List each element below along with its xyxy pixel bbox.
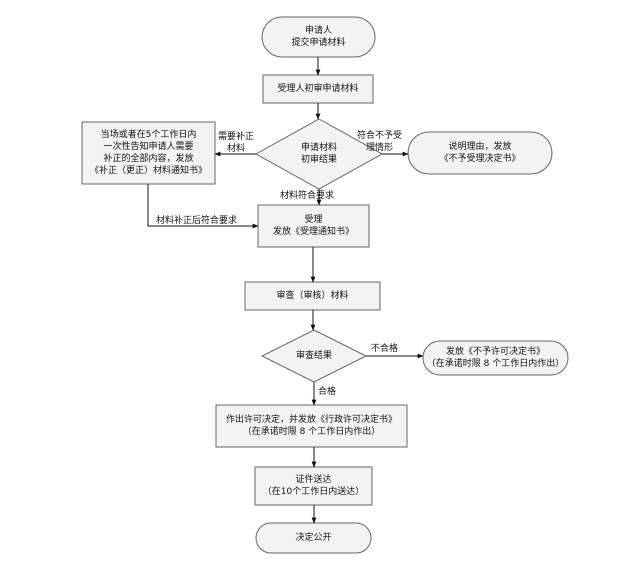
edge-label-qualified: 合格 xyxy=(318,387,337,397)
accept-line-1: 受理 xyxy=(304,215,323,225)
reject-line-2: 《不予受理决定书》 xyxy=(439,154,521,164)
reject-terminal-label: 说明理由，发放 《不予受理决定书》 xyxy=(408,141,552,165)
deliver-line-1: 证件送达 xyxy=(295,475,332,485)
not-accepted-line-1: 符合不予受 xyxy=(357,131,403,141)
need-supplement-line-2: 材料 xyxy=(227,144,246,154)
supplement-notice-label: 当场或者在5个工作日内 一次性告知申请人需要 补正的全部内容，发放 《补正（更正… xyxy=(82,129,215,177)
start-terminal-label: 申请人 提交申请材料 xyxy=(262,25,375,49)
grant-line-2: （在承诺时限 8 个工作日内作出） xyxy=(242,427,381,437)
edge-label-materials-ok: 材料符合要求 xyxy=(280,191,335,201)
deliver-line-2: （在10个工作日内送达） xyxy=(262,487,365,497)
deliver-cert-label: 证件送达 （在10个工作日内送达） xyxy=(255,474,372,498)
grant-permit-label: 作出许可决定，并发放《行政许可决定书》 （在承诺时限 8 个工作日内作出） xyxy=(216,414,407,438)
deny-permit-label: 发放《不予许可决定书》 （在承诺时限 8 个工作日内作出） xyxy=(423,346,568,370)
deny-line-2: （在承诺时限 8 个工作日内作出） xyxy=(426,359,565,369)
edge-label-not-qualified: 不合格 xyxy=(371,344,399,354)
accept-line-2: 发放《受理通知书》 xyxy=(272,227,354,237)
start-line-2: 提交申请材料 xyxy=(291,38,346,48)
start-line-1: 申请人 xyxy=(304,26,332,36)
initial-review-label: 受理人初审申请材料 xyxy=(277,84,359,94)
publish-label: 决定公开 xyxy=(295,533,332,543)
initial-decision-line-2: 初审结果 xyxy=(300,155,337,165)
edge-label-need-supplement: 需要补正 材料 xyxy=(218,131,254,155)
grant-line-1: 作出许可决定，并发放《行政许可决定书》 xyxy=(225,415,397,425)
initial-review-box xyxy=(262,74,374,104)
review-decision-label: 审查结果 xyxy=(295,351,332,361)
review-label: 审查（审核）材料 xyxy=(276,291,349,301)
edge-label-supplement-ok: 材料补正后符合要求 xyxy=(156,216,238,226)
supplement-line-4: 《补正（更正）材料通知书》 xyxy=(89,166,207,176)
deliver-cert-box xyxy=(254,466,373,506)
need-supplement-line-1: 需要补正 xyxy=(218,132,255,142)
edge-label-not-accepted: 符合不予受 理情形 xyxy=(357,130,402,154)
reject-line-1: 说明理由，发放 xyxy=(448,142,512,152)
supplement-line-1: 当场或者在5个工作日内 xyxy=(100,130,197,140)
review-box xyxy=(244,281,381,311)
supplement-line-3: 补正的全部内容，发放 xyxy=(103,154,194,164)
initial-decision-line-1: 申请材料 xyxy=(300,143,337,153)
supplement-line-2: 一次性告知申请人需要 xyxy=(103,142,194,152)
accept-label: 受理 发放《受理通知书》 xyxy=(258,214,369,238)
initial-decision-label: 申请材料 初审结果 xyxy=(271,142,367,166)
deny-line-1: 发放《不予许可决定书》 xyxy=(445,347,545,357)
not-accepted-line-2: 理情形 xyxy=(366,143,394,153)
grant-permit-box xyxy=(215,404,408,448)
arrow-supplement-to-accept xyxy=(147,184,259,229)
